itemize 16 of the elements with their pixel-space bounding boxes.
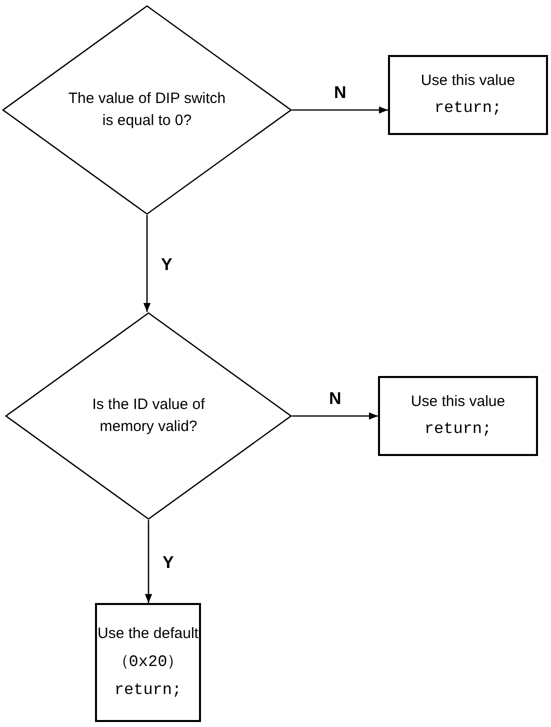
code-text: return; <box>434 98 502 120</box>
process-box <box>95 603 201 722</box>
arrow <box>143 215 151 312</box>
process-box <box>388 55 548 135</box>
code-text: （0x20） <box>112 652 184 673</box>
decision-text: Is the ID value of memory valid? <box>91 395 206 437</box>
code-text: return; <box>114 680 182 701</box>
step-text: Use this value <box>410 392 506 412</box>
arrow <box>292 412 378 420</box>
process-box <box>378 376 538 456</box>
decision-text: The value of DIP switch is equal to 0? <box>67 89 227 131</box>
step-text: Use the default <box>98 624 198 644</box>
code-text: return; <box>424 419 492 440</box>
step-text: Use this value <box>420 70 516 91</box>
arrow <box>292 106 388 114</box>
arrow <box>144 520 152 603</box>
